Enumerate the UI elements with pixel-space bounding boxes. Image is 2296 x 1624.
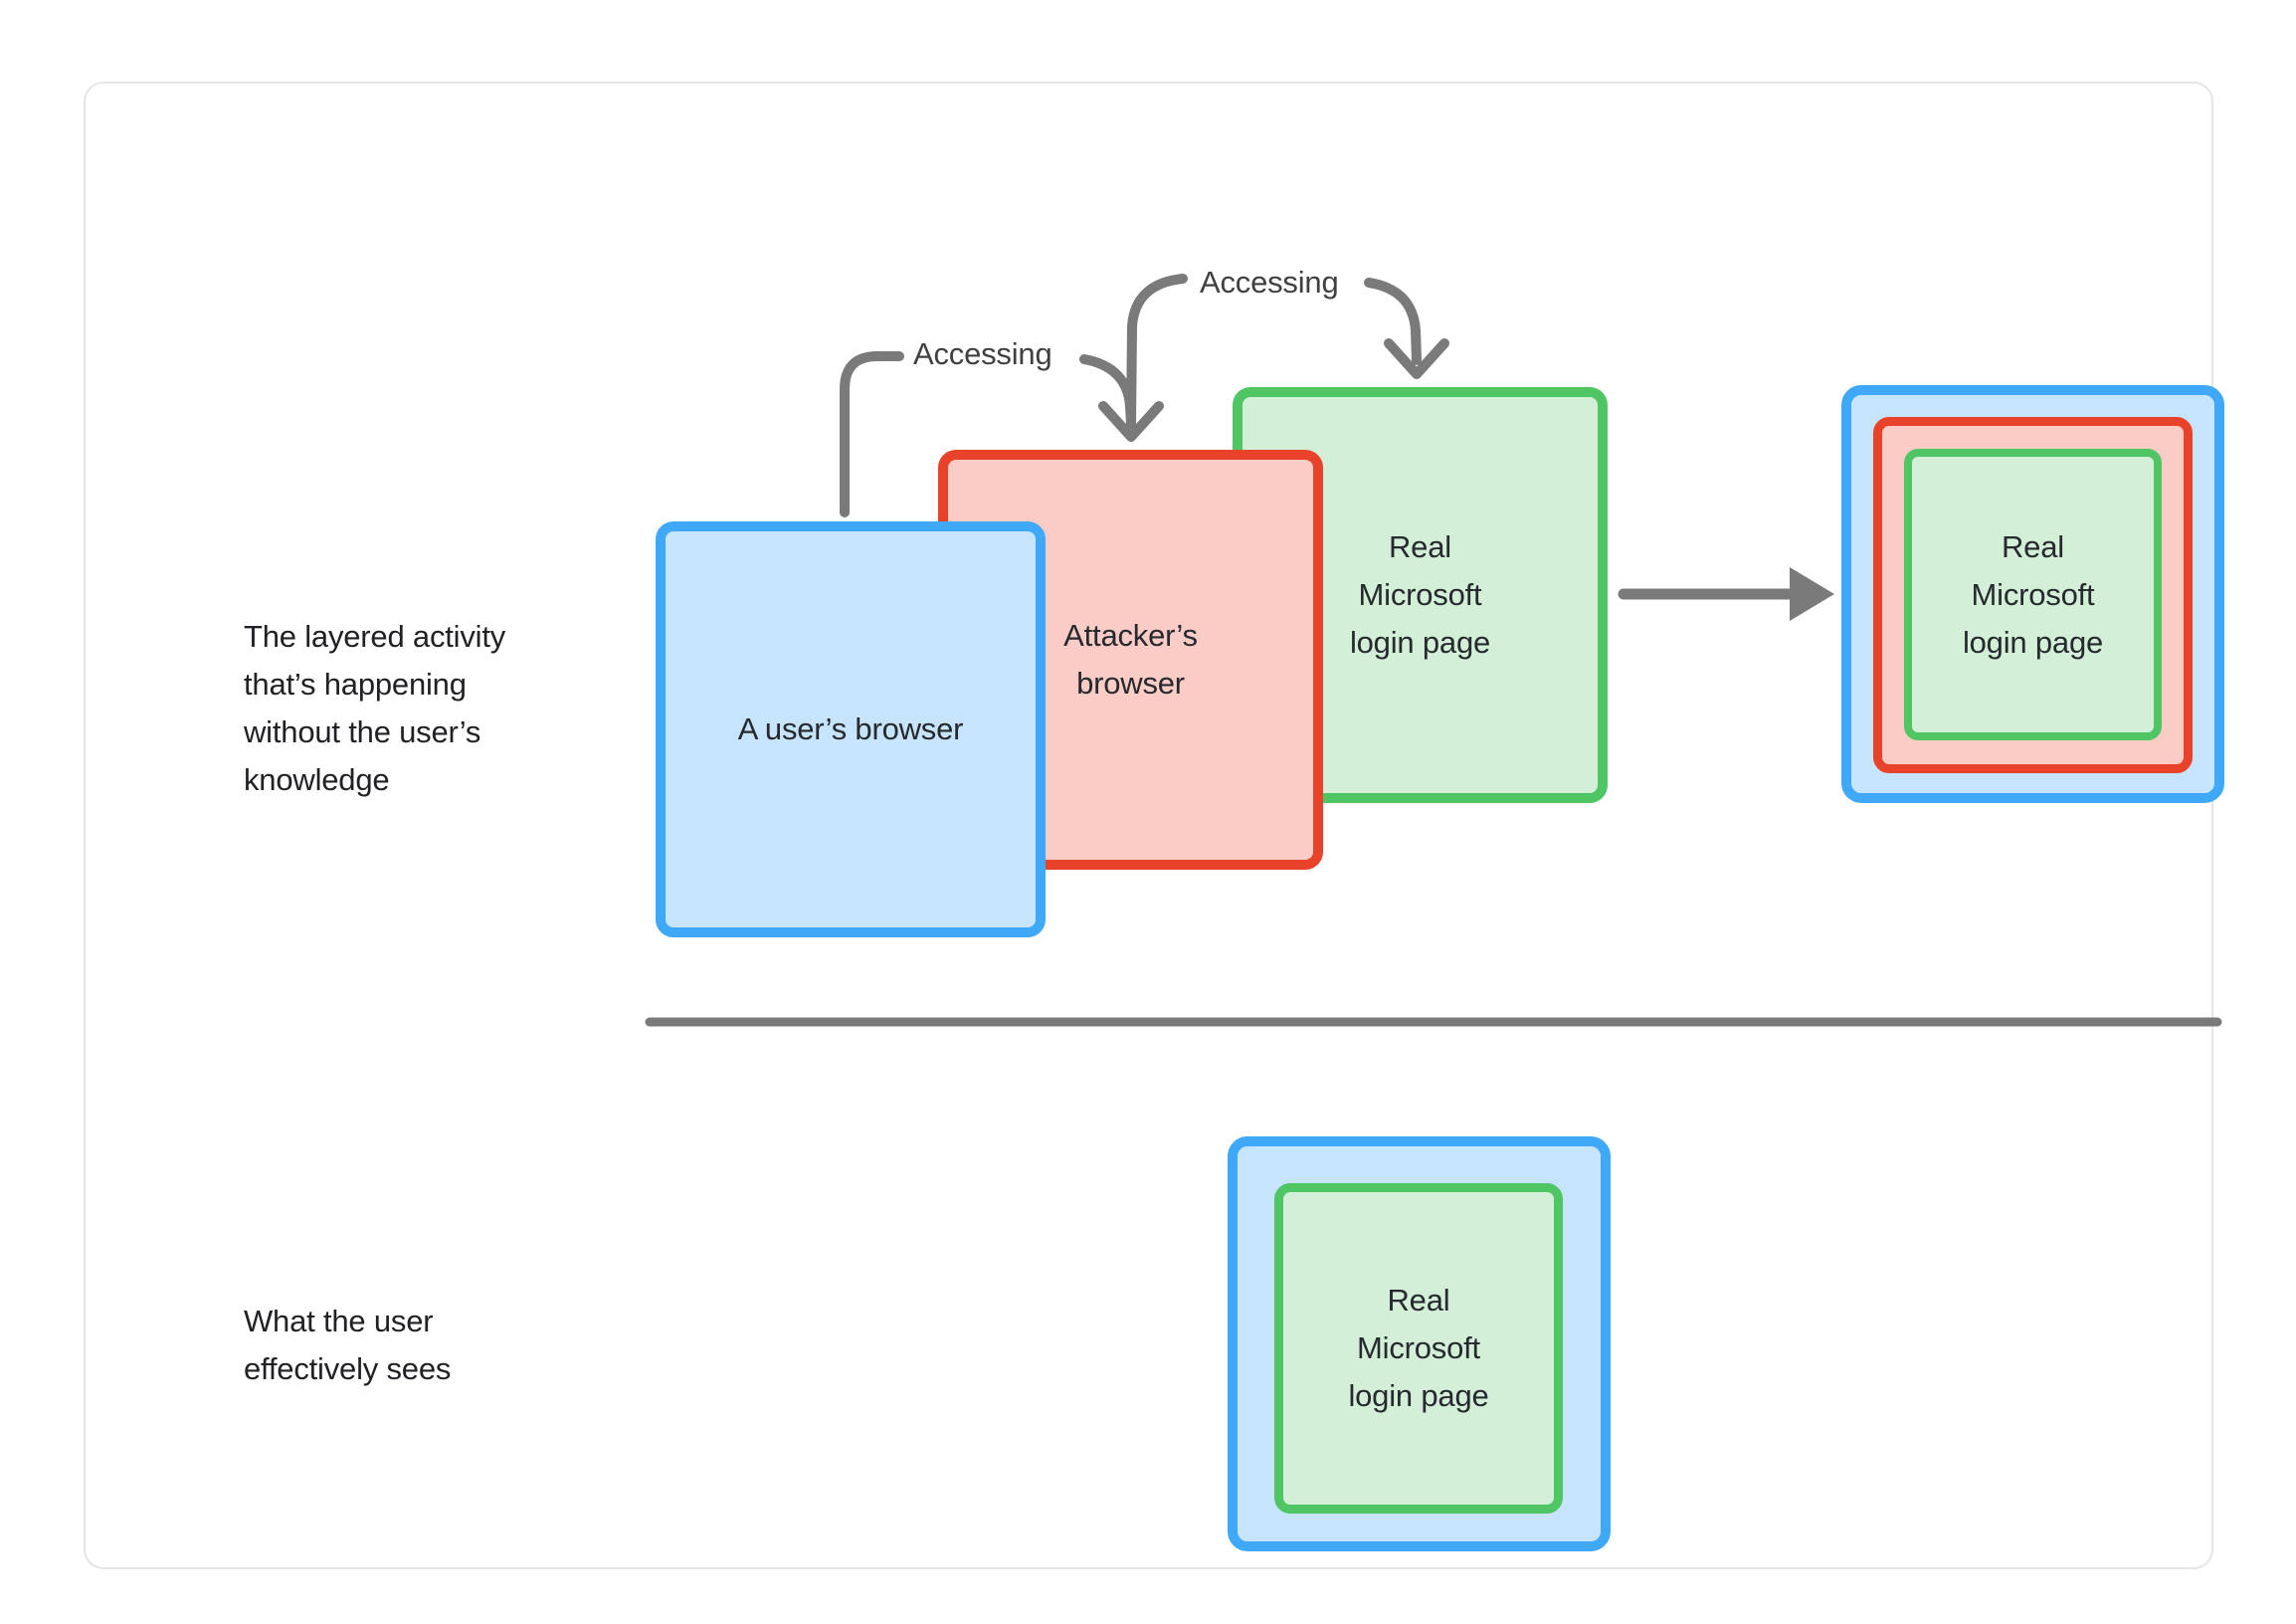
caption-user-sees: What the user effectively sees [244, 1304, 452, 1386]
arrow-user-to-attacker-shaft [1079, 354, 1136, 429]
arrow-attacker-to-real-shaft [1364, 278, 1422, 365]
user-browser-label: A user’s browser [737, 711, 964, 746]
caption-layered-activity: The layered activity that’s happening wi… [244, 619, 506, 797]
arrow-user-to-attacker-head-icon [1098, 401, 1164, 442]
seen-real-login-layer: Real Microsoft login page [1274, 1183, 1563, 1514]
arrow-stack-to-result-head-icon [1790, 567, 1834, 621]
arrow-attacker-to-real-head-icon [1384, 338, 1449, 379]
real-login-page-label: Real Microsoft login page [1349, 529, 1491, 660]
arrow-attacker-to-real-tail [1126, 274, 1188, 429]
accessing-label-user-to-attacker: Accessing [913, 336, 1052, 371]
seen-real-login-label: Real Microsoft login page [1348, 1283, 1489, 1413]
arrow-user-to-attacker-tail [840, 351, 904, 517]
user-browser-box: A user’s browser [656, 521, 1046, 937]
nested-real-login-layer: Real Microsoft login page [1904, 449, 2162, 740]
attacker-browser-label: Attacker’s browser [1063, 618, 1198, 701]
nested-real-login-label: Real Microsoft login page [1962, 528, 2104, 660]
diagram-card: The layered activity that’s happening wi… [84, 82, 2224, 1569]
accessing-label-attacker-to-real: Accessing [1200, 265, 1339, 300]
